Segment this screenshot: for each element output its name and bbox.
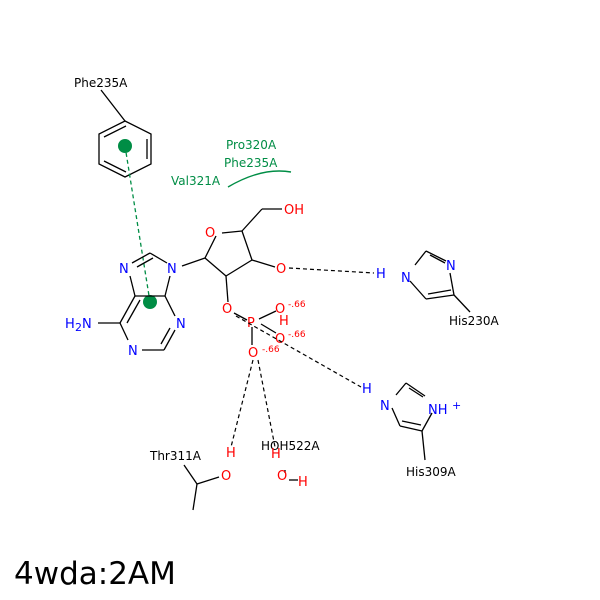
atom-n3: N [176,317,186,332]
hydrogen-bonds [230,267,375,448]
residue-label-his230: His230A [449,314,500,328]
atom-his230-n2: N [446,259,456,274]
atom-op3: O [248,346,258,361]
atom-water-h1: H [271,447,281,462]
amino-subscript: 2 [75,321,82,334]
atom-his230-n1: N [401,271,411,286]
pi-stacking-line [124,145,151,303]
phe235-sidechain-bond [100,89,126,122]
adenine-bonds [98,252,206,351]
charge-op3: -.66 [262,345,280,355]
hbond-o3-his230 [288,267,375,274]
atom-ring-o: O [205,226,215,241]
his230-ring [409,250,471,313]
residue-label-hoh522: HOH522A [261,439,320,453]
atom-water-h2: H [298,475,308,490]
pi-center-adenine [143,295,157,309]
hbond-op3-thr311 [230,359,254,448]
atom-o3: O [276,262,286,277]
diagram-title: 4wda:2AM [14,556,176,592]
atom-p: P [247,316,255,331]
atom-o5-hydroxyl: OH [284,203,304,218]
residue-label-his309: His309A [406,465,457,479]
atom-n1: N [128,344,138,359]
phe235-ring [98,89,152,178]
residue-label-phe235-top: Phe235A [74,76,128,90]
atom-n7: N [119,262,129,277]
phosphate-bonds [233,310,277,345]
atom-water-o: O [277,469,287,484]
water-bonds [284,470,298,481]
hbond-o2-his309 [235,315,362,388]
atom-his309-h: H [362,382,372,397]
atom-his309-n1: N [380,399,390,414]
atom-op1: O [275,302,285,317]
atom-his309-nh: NH [428,403,448,418]
residue-label-thr311: Thr311A [149,449,202,463]
charge-op2: -.66 [288,330,306,340]
hydrophobic-contact-arc [227,170,292,188]
residue-label-val321: Val321A [171,174,221,188]
ribose-bonds [204,208,282,303]
atom-thr311-o: O [221,469,231,484]
residue-label-phe235-arc: Phe235A [224,156,278,170]
charge-his309-plus: + [452,399,461,412]
atom-his230-h: H [376,267,386,282]
residue-label-pro320: Pro320A [226,138,277,152]
thr311-sidechain [183,464,220,511]
amino-group-label: H 2 N [65,317,92,334]
atom-n9: N [167,262,177,277]
amino-n: N [82,317,92,332]
amino-h: H [65,317,75,332]
charge-op1: -.66 [288,300,306,310]
atom-op1-h: H [279,314,289,329]
atom-o2: O [222,302,232,317]
his309-ring [391,382,433,461]
pi-center-phe [118,139,132,153]
atom-op2: O [275,332,285,347]
atom-thr311-h: H [226,446,236,461]
hbond-op3-water [257,359,276,448]
